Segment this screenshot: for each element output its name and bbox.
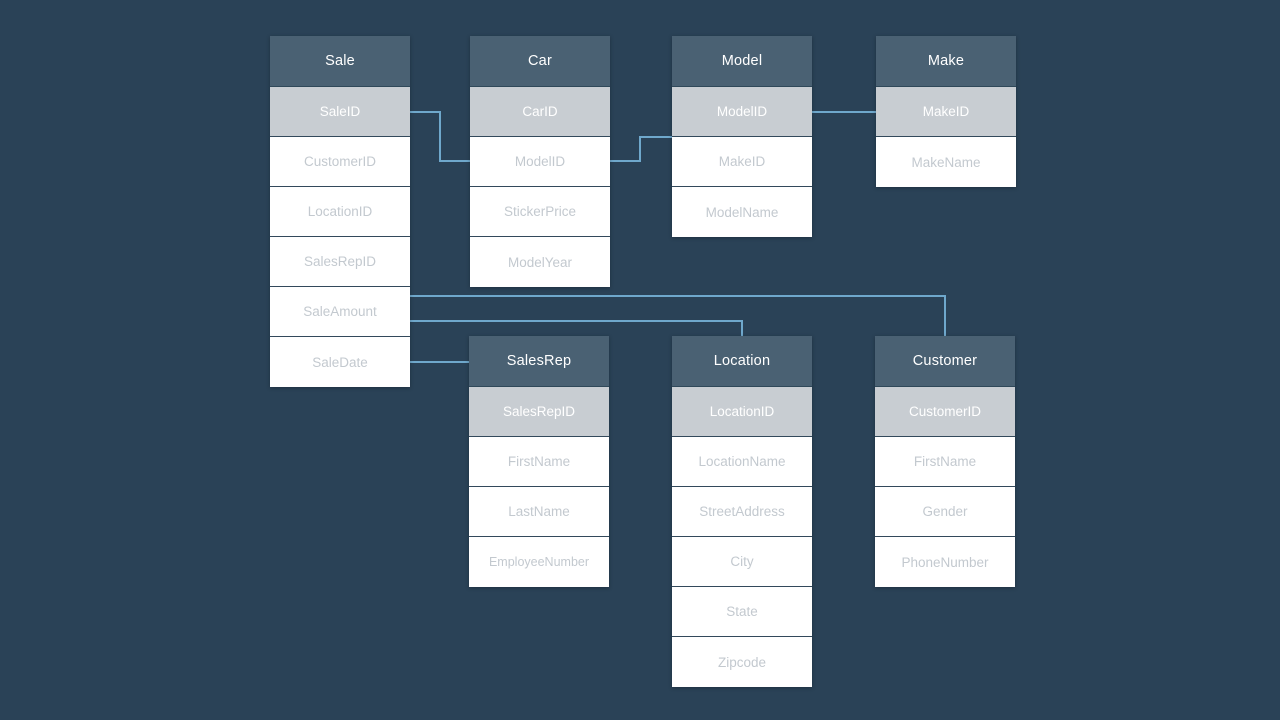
entity-title-model: Model bbox=[672, 36, 812, 87]
relationship-sale-to-car bbox=[410, 111, 470, 162]
field-makename[interactable]: MakeName bbox=[876, 137, 1016, 187]
entity-title-sale: Sale bbox=[270, 36, 410, 87]
field-modelyear[interactable]: ModelYear bbox=[470, 237, 610, 287]
relationship-car-to-model bbox=[609, 136, 672, 162]
field-zipcode[interactable]: Zipcode bbox=[672, 637, 812, 687]
field-streetaddress[interactable]: StreetAddress bbox=[672, 487, 812, 537]
primary-key-field-carid[interactable]: CarID bbox=[470, 87, 610, 137]
field-employeenumber[interactable]: EmployeeNumber bbox=[469, 537, 609, 587]
field-locationid[interactable]: LocationID bbox=[270, 187, 410, 237]
field-phonenumber[interactable]: PhoneNumber bbox=[875, 537, 1015, 587]
field-gender[interactable]: Gender bbox=[875, 487, 1015, 537]
field-state[interactable]: State bbox=[672, 587, 812, 637]
field-saleamount[interactable]: SaleAmount bbox=[270, 287, 410, 337]
entity-title-salesrep: SalesRep bbox=[469, 336, 609, 387]
field-makeid[interactable]: MakeID bbox=[672, 137, 812, 187]
entity-title-customer: Customer bbox=[875, 336, 1015, 387]
primary-key-field-customerid[interactable]: CustomerID bbox=[875, 387, 1015, 437]
field-city[interactable]: City bbox=[672, 537, 812, 587]
primary-key-field-salesrepid[interactable]: SalesRepID bbox=[469, 387, 609, 437]
field-stickerprice[interactable]: StickerPrice bbox=[470, 187, 610, 237]
field-lastname[interactable]: LastName bbox=[469, 487, 609, 537]
primary-key-field-makeid[interactable]: MakeID bbox=[876, 87, 1016, 137]
field-customerid[interactable]: CustomerID bbox=[270, 137, 410, 187]
primary-key-field-saleid[interactable]: SaleID bbox=[270, 87, 410, 137]
field-firstname[interactable]: FirstName bbox=[875, 437, 1015, 487]
field-salesrepid[interactable]: SalesRepID bbox=[270, 237, 410, 287]
field-modelname[interactable]: ModelName bbox=[672, 187, 812, 237]
entity-title-location: Location bbox=[672, 336, 812, 387]
relationship-sale-to-customer bbox=[410, 295, 946, 336]
relationship-sale-to-location bbox=[410, 320, 743, 336]
primary-key-field-locationid[interactable]: LocationID bbox=[672, 387, 812, 437]
entity-title-car: Car bbox=[470, 36, 610, 87]
field-modelid[interactable]: ModelID bbox=[470, 137, 610, 187]
field-saledate[interactable]: SaleDate bbox=[270, 337, 410, 387]
entity-title-make: Make bbox=[876, 36, 1016, 87]
field-firstname[interactable]: FirstName bbox=[469, 437, 609, 487]
primary-key-field-modelid[interactable]: ModelID bbox=[672, 87, 812, 137]
field-locationname[interactable]: LocationName bbox=[672, 437, 812, 487]
